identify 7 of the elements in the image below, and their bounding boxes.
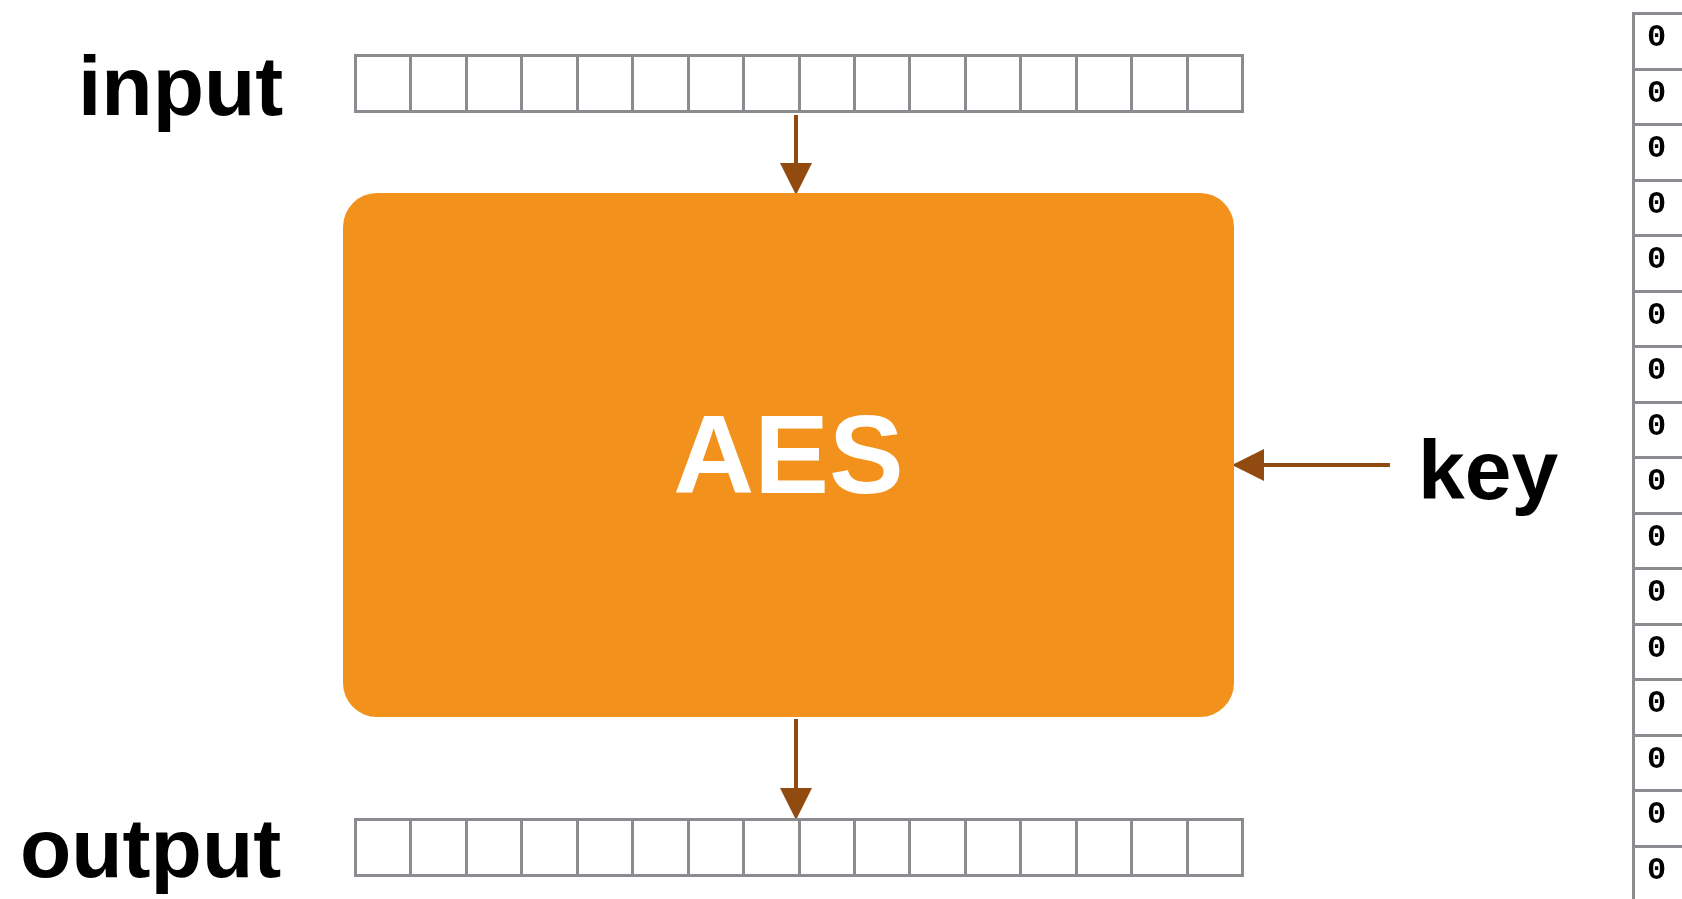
register-bar (354, 818, 1244, 877)
cipher-block: AES (343, 193, 1234, 717)
register-bar (354, 54, 1244, 113)
arrow (780, 115, 812, 195)
bit-cell: 0 (1632, 12, 1682, 71)
arrow (1232, 449, 1390, 481)
arrow (780, 719, 812, 820)
